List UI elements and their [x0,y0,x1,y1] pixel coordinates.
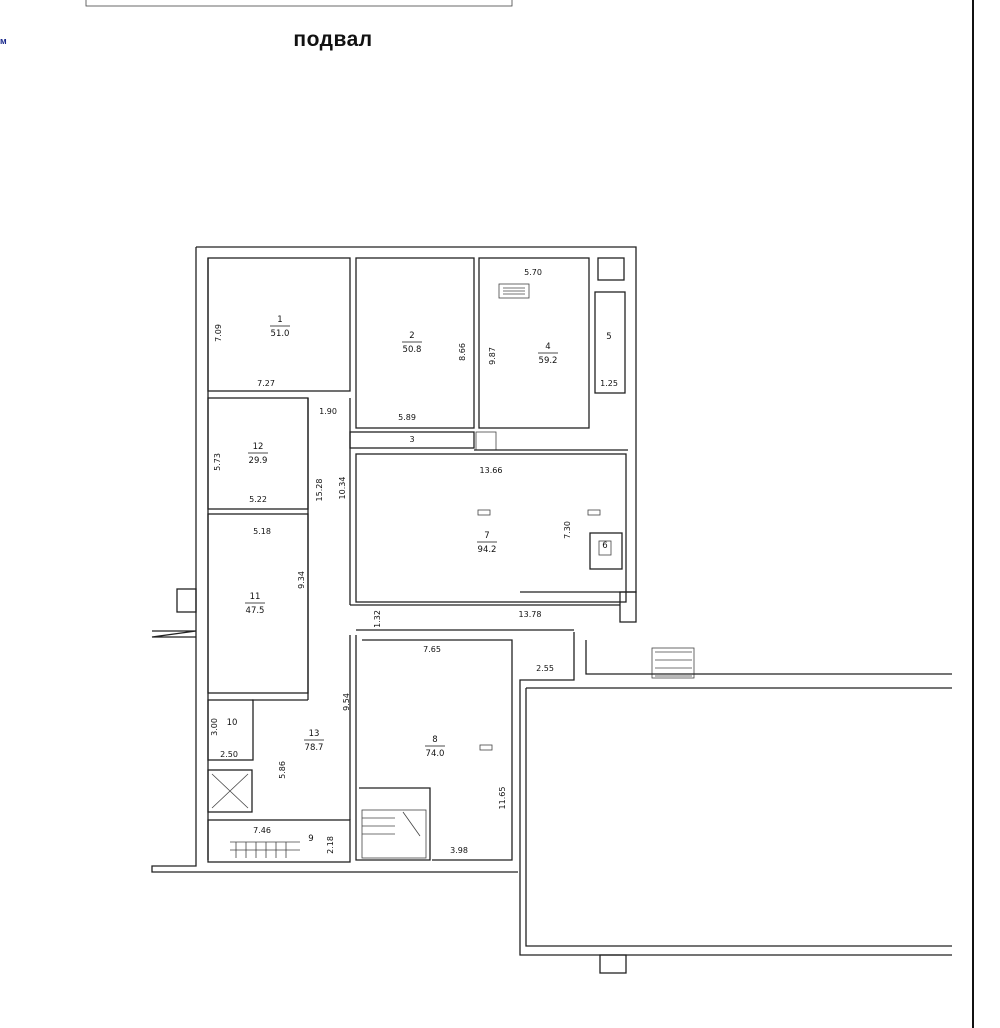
dim-label: 7.65 [423,645,441,654]
svg-text:13: 13 [309,729,320,739]
svg-text:74.0: 74.0 [426,749,445,759]
dim-label: 2.50 [220,750,238,759]
room-4-label: 4 59.2 [538,342,558,366]
room-5-label: 5 [606,332,611,342]
svg-text:4: 4 [545,342,550,352]
svg-text:78.7: 78.7 [305,743,324,753]
dim-label: 1.32 [373,610,382,628]
room-12-outline [207,397,309,510]
svg-text:1: 1 [277,315,282,325]
dim-label: 2.18 [326,836,335,854]
svg-text:94.2: 94.2 [478,545,497,555]
room-1-outline [207,257,351,392]
dim-label: 5.89 [398,413,416,422]
svg-text:12: 12 [253,442,264,452]
outer-wall [196,246,637,593]
dim-label: 3 [409,435,414,444]
dim-label: 3.00 [210,718,219,736]
svg-text:2: 2 [409,331,414,341]
dim-label: 15.28 [315,479,324,502]
dim-label: 1.90 [319,407,337,416]
room-8-outline [355,635,431,861]
room-4-outline [478,257,590,429]
svg-text:47.5: 47.5 [246,606,265,616]
vent-box [176,588,197,613]
dim-label: 5.18 [253,527,271,536]
stair-9 [230,841,300,858]
room-7-label: 7 94.2 [477,531,497,555]
room-10-outline [207,699,254,761]
dim-label: 7.09 [214,324,223,342]
svg-text:7: 7 [484,531,489,541]
entry-stub [151,630,197,638]
room-7-outline [355,453,627,603]
page-title: подвал [293,28,373,51]
dim-label: 8.66 [458,343,467,361]
dim-label: 9.87 [488,347,497,365]
stair-right [651,647,695,679]
svg-text:50.8: 50.8 [403,345,422,355]
svg-text:59.2: 59.2 [539,356,558,366]
room-1-label: 1 51.0 [270,315,290,339]
room-11-label: 11 47.5 [245,592,265,616]
dim-label: 7.30 [563,521,572,539]
room-11-outline [207,513,309,694]
svg-text:29.9: 29.9 [249,456,268,466]
dim-label: 13.78 [519,610,542,619]
room-9-label: 9 [308,834,313,844]
dim-label: 5.73 [213,453,222,471]
dim-label: 13.66 [480,466,503,475]
dim-label: 5.70 [524,268,542,277]
dim-label: 2.55 [536,664,554,673]
room-13-label: 13 78.7 [304,729,324,753]
room-2-outline [355,257,475,429]
room-12-label: 12 29.9 [248,442,268,466]
vent-bottom [599,954,627,974]
title-box [85,0,513,7]
dim-label: 11.65 [498,787,507,810]
outer-wall-left [151,247,518,873]
vent-grille [498,283,530,299]
room-2-label: 2 50.8 [402,331,422,355]
dim-label: 5.22 [249,495,267,504]
stair-8 [361,809,427,859]
dim-label: 9.34 [297,571,306,589]
stair-small [475,431,497,451]
room-5-outline [594,291,626,394]
stair-right-box [619,591,637,623]
svg-text:8: 8 [432,735,437,745]
side-mark: м [0,36,7,46]
dim-label: 7.46 [253,826,271,835]
room-10-label: 10 [227,718,238,728]
dim-label: 1.25 [600,379,618,388]
room-6-label: 6 [602,541,607,551]
svg-text:11: 11 [250,592,261,602]
room-6-outline [589,532,623,570]
room-9-outline [207,819,351,863]
svg-text:51.0: 51.0 [271,329,290,339]
dim-label: 5.86 [278,761,287,779]
dim-label: 9.54 [342,693,351,711]
dim-label: 7.27 [257,379,275,388]
dim-label: 10.34 [338,477,347,500]
dim-label: 3.98 [450,846,468,855]
shaft-top [597,257,625,281]
elevator [207,769,253,813]
room-8-label: 8 74.0 [425,735,445,759]
